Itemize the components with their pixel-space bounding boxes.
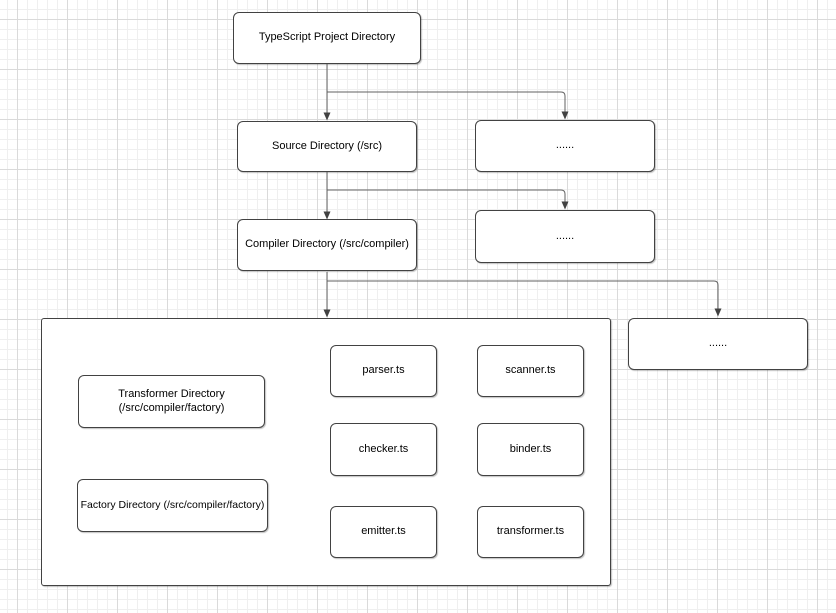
node-ellipsis-top[interactable]: ...... <box>475 120 655 172</box>
node-parser-ts[interactable]: parser.ts <box>330 345 437 397</box>
node-scanner-ts[interactable]: scanner.ts <box>477 345 584 397</box>
node-label: checker.ts <box>358 442 409 455</box>
node-checker-ts[interactable]: checker.ts <box>330 423 437 476</box>
node-label: Compiler Directory (/src/compiler) <box>245 238 409 251</box>
node-ellipsis-bottom[interactable]: ...... <box>628 318 808 370</box>
node-label: ...... <box>708 337 728 350</box>
edge-source-to-ellipsis-mid[interactable] <box>327 189 569 210</box>
node-transformer-ts[interactable]: transformer.ts <box>477 506 584 558</box>
node-label: Factory Directory (/src/compiler/factory… <box>80 498 265 511</box>
edge-compiler-to-ellipsis-bottom[interactable] <box>327 280 722 317</box>
node-label: transformer.ts <box>496 525 565 538</box>
node-label: Source Directory (/src) <box>271 139 383 152</box>
node-label: ...... <box>555 229 575 242</box>
node-emitter-ts[interactable]: emitter.ts <box>330 506 437 558</box>
node-label: emitter.ts <box>361 525 406 538</box>
node-label: ...... <box>555 139 575 152</box>
node-label: binder.ts <box>509 442 552 455</box>
node-label: parser.ts <box>362 364 405 377</box>
node-transformer-directory[interactable]: Transformer Directory (/src/compiler/fac… <box>78 375 265 428</box>
node-ellipsis-mid[interactable]: ...... <box>475 210 655 263</box>
node-binder-ts[interactable]: binder.ts <box>477 423 584 476</box>
node-label: TypeScript Project Directory <box>258 31 396 44</box>
node-typescript-project-directory[interactable]: TypeScript Project Directory <box>233 12 421 64</box>
edge-project-to-ellipsis-top[interactable] <box>327 91 569 120</box>
node-source-directory[interactable]: Source Directory (/src) <box>237 121 417 172</box>
node-label: scanner.ts <box>505 364 556 377</box>
node-label: Transformer Directory (/src/compiler/fac… <box>118 387 225 414</box>
node-compiler-directory[interactable]: Compiler Directory (/src/compiler) <box>237 219 417 271</box>
node-factory-directory[interactable]: Factory Directory (/src/compiler/factory… <box>77 479 268 532</box>
